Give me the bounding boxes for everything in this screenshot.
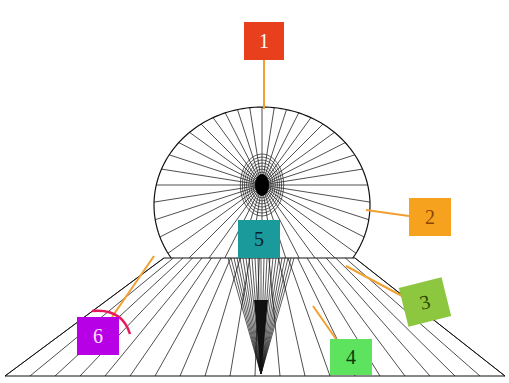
ray-line [190,132,262,185]
callout-box: 1 [244,22,284,60]
base-line [5,375,505,376]
ray-line [213,118,262,185]
ray-line [155,185,262,220]
ray-line [262,132,334,185]
callout-number: 3 [418,291,433,313]
fan-line [278,258,305,376]
fan-line [307,258,380,376]
callout-box: 4 [330,339,372,375]
fan-line [317,258,405,376]
core-ring [240,154,283,216]
fan-line [180,258,231,376]
callout-number: 5 [254,229,264,249]
core-ring [247,163,278,207]
callout-box: 6 [77,317,119,355]
ray-lines [154,107,370,258]
leader-line [366,210,409,216]
ray-line [237,110,262,185]
fan-line [30,258,173,376]
fan-lines [5,258,505,376]
leader-line [112,256,154,317]
ray-line [262,185,369,220]
core-dot [255,174,269,196]
spike-fill [254,300,268,374]
fan-line [155,258,221,376]
callout-box: 2 [409,198,451,236]
core-rings [240,154,283,216]
callout-number: 1 [259,31,269,51]
core-ring [253,172,271,198]
leader-line [346,266,402,296]
right-side-line [355,258,505,376]
ray-line [262,107,263,185]
fan-line [355,258,505,376]
fan-line [336,258,455,376]
ray-line [262,185,368,186]
spike-lines [228,258,294,374]
core-ring [242,157,281,213]
fan-line [55,258,183,376]
ray-line [262,110,287,185]
fan-line [288,258,330,376]
leader-line [313,306,336,339]
core-ring [245,160,280,210]
fan-line [298,258,355,376]
ray-line [262,118,311,185]
core-ring [249,166,276,204]
fan-line [205,258,240,376]
core-ring [251,169,273,201]
ray-line [156,185,262,186]
callout-box: 3 [399,277,451,326]
dome-outline [154,107,370,258]
leader-line [263,60,265,109]
callout-number: 2 [425,207,435,227]
callout-number: 4 [346,347,356,367]
fan-line [130,258,212,376]
callout-box: 5 [238,220,280,258]
callout-number: 6 [93,326,103,346]
core-ring [255,175,269,195]
leader-lines [112,60,409,339]
